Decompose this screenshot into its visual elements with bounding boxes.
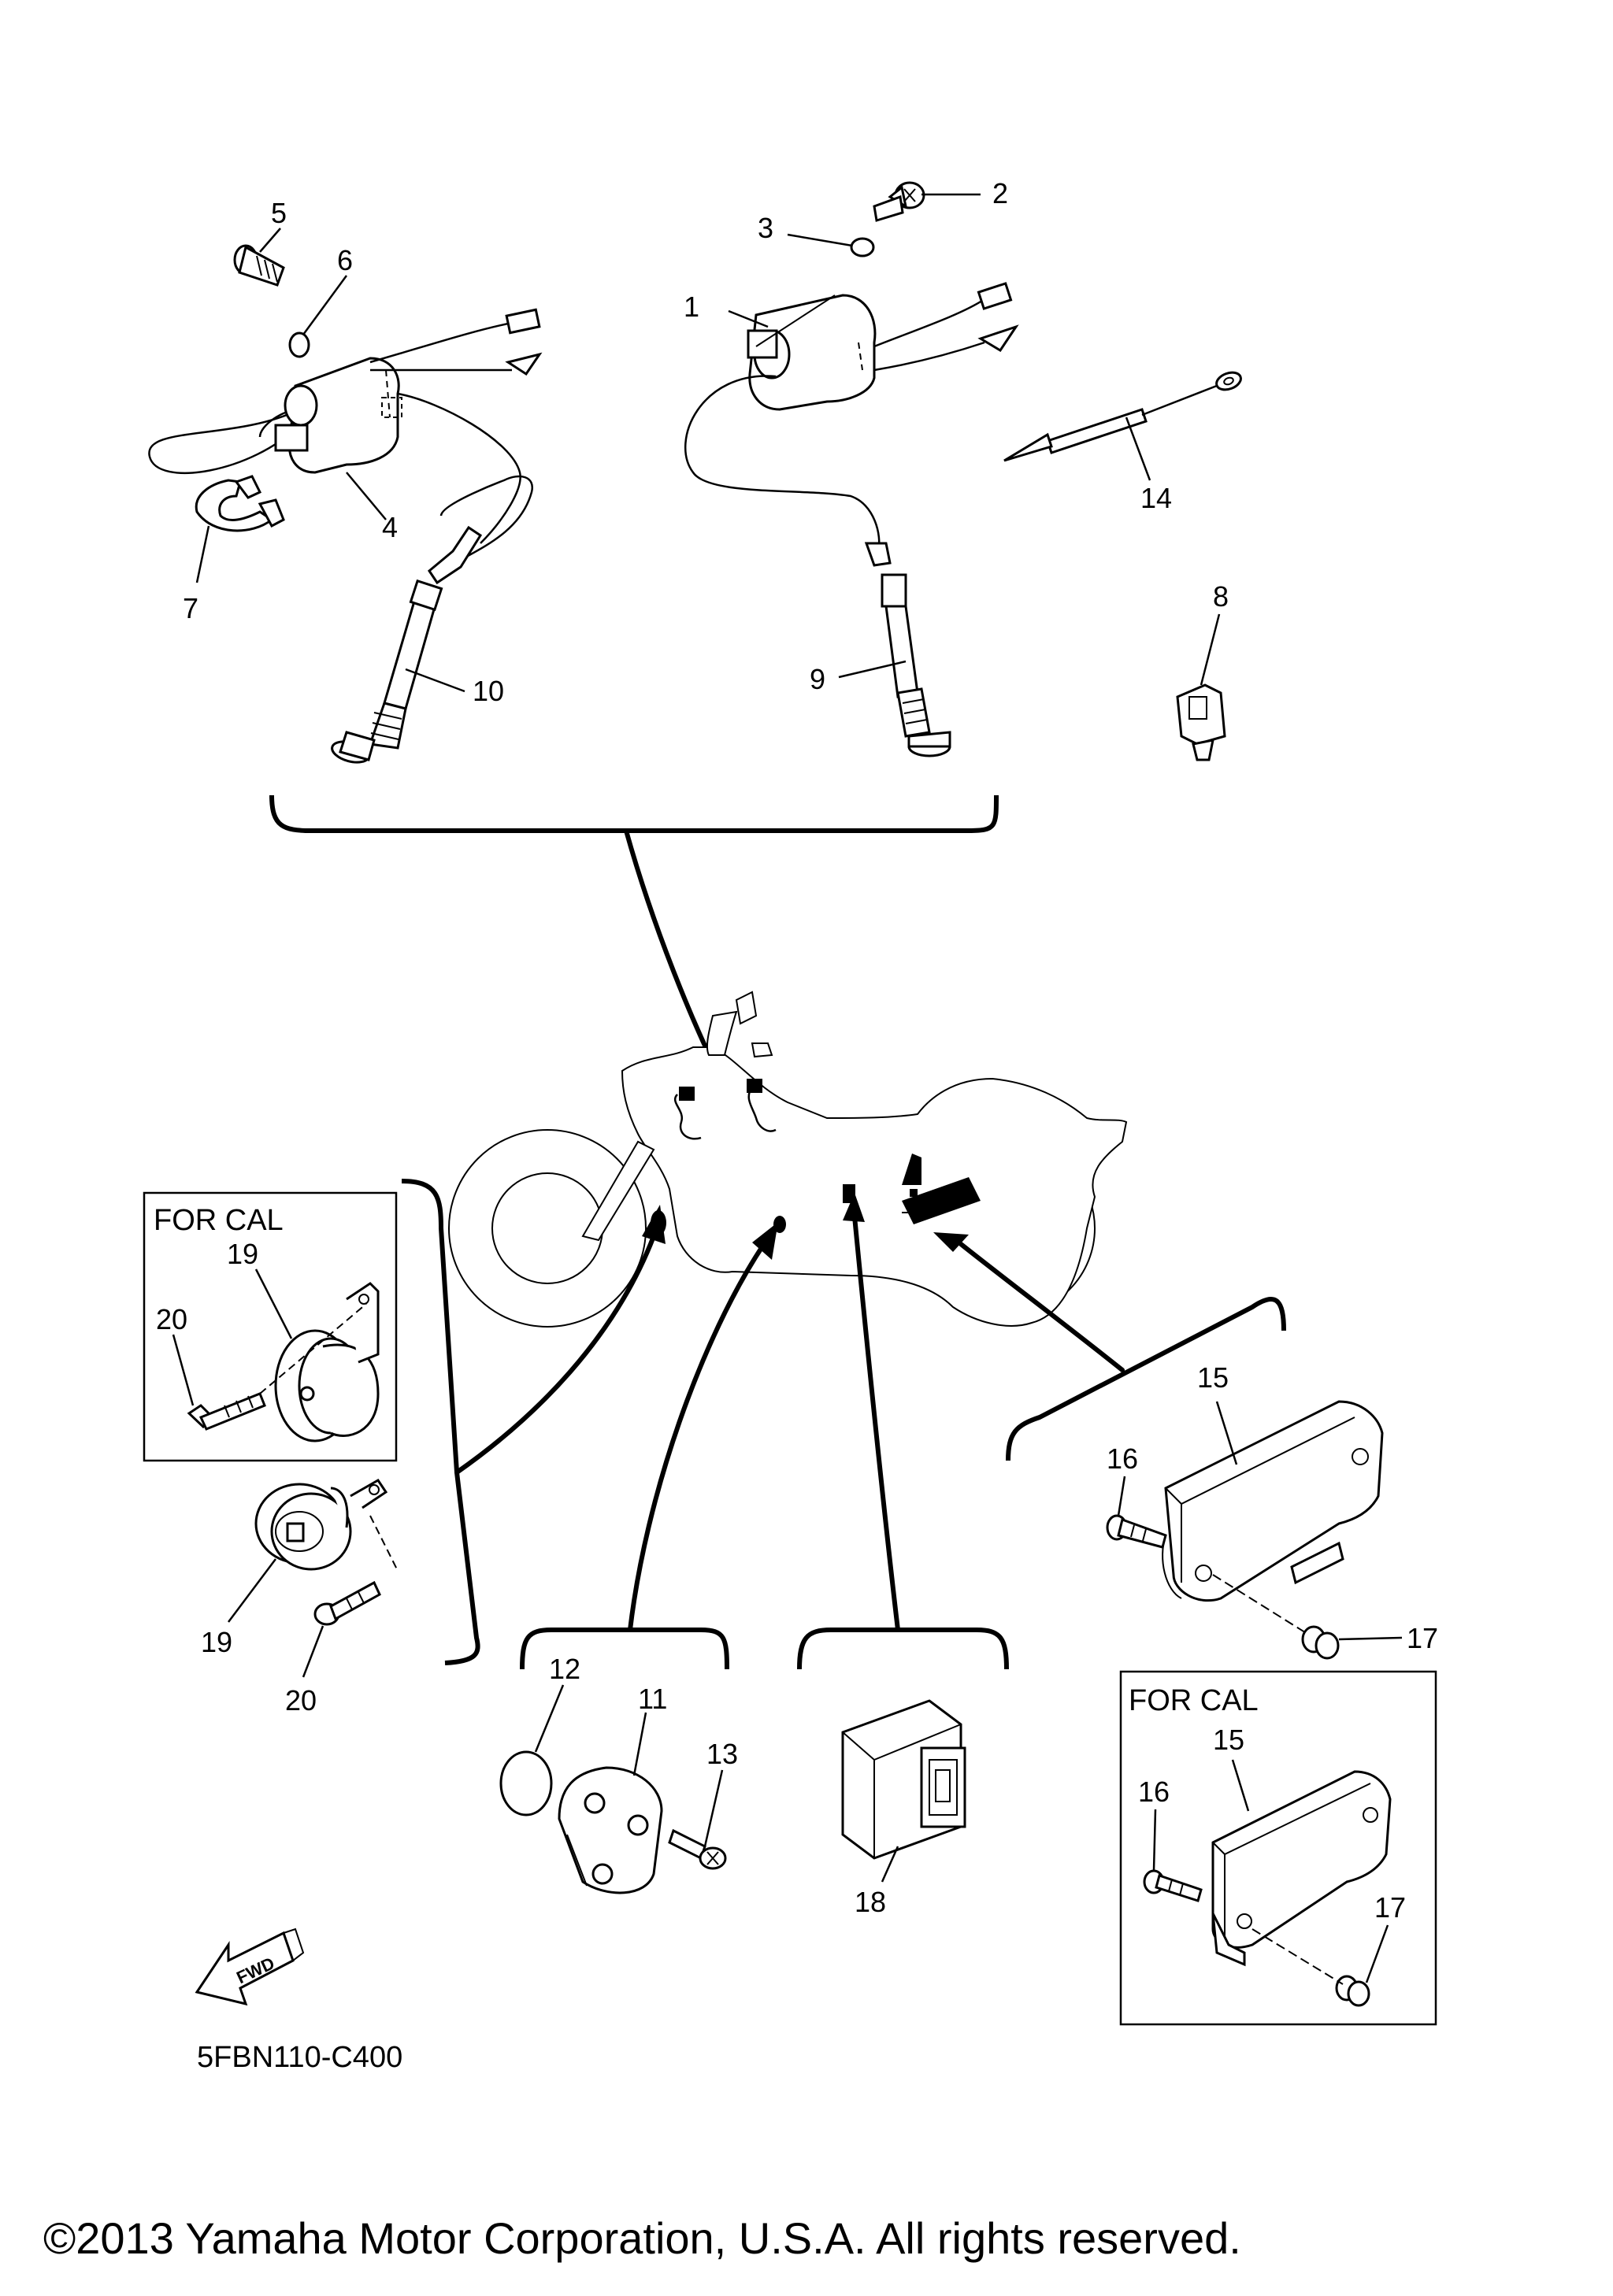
callout-15: 15: [1197, 1361, 1229, 1394]
leader-17: [1338, 1636, 1403, 1641]
callout-11: 11: [638, 1683, 667, 1715]
leader-10: [405, 668, 465, 693]
leader-13: [703, 1769, 724, 1847]
callout-5: 5: [271, 197, 287, 229]
leader-16: [1117, 1476, 1126, 1516]
top-group-pointer: [624, 828, 723, 1081]
screw-16-cal: [1143, 1869, 1203, 1902]
callout-16-cal: 16: [1138, 1776, 1170, 1808]
horn-pointer: [454, 1234, 656, 1475]
leader-7: [195, 525, 210, 583]
copyright-notice: ©2013 Yamaha Motor Corporation, U.S.A. A…: [43, 2213, 1241, 2263]
leader-6: [302, 275, 348, 335]
bolt-20: [313, 1580, 381, 1626]
leader-16-cal: [1152, 1809, 1157, 1871]
leader-14: [1125, 417, 1151, 481]
ignition-coil-4: [148, 308, 543, 585]
leader-19: [228, 1558, 276, 1623]
callout-15-cal: 15: [1213, 1724, 1244, 1756]
sensor-11: [558, 1766, 663, 1894]
washer-6: [288, 331, 310, 358]
ignition-coil-group: [148, 181, 1242, 764]
leader-11: [632, 1712, 647, 1776]
rectifier-cal-dash: [1251, 1928, 1344, 1985]
screw-2: [873, 181, 925, 222]
horn-cal-label: FOR CAL: [154, 1204, 284, 1237]
bolt-20-cal: [187, 1392, 266, 1431]
top-group-brace: [269, 794, 999, 833]
horn-group-brace: [401, 1179, 480, 1665]
relay-18: [841, 1699, 966, 1860]
leader-18: [881, 1846, 899, 1883]
callout-13: 13: [706, 1738, 738, 1770]
clamp-7: [195, 475, 285, 532]
rectifier-pointer: [959, 1242, 1125, 1372]
callout-19-cal: 19: [227, 1238, 258, 1270]
rectifier-cal-label: FOR CAL: [1129, 1684, 1259, 1717]
leader-12: [534, 1684, 565, 1753]
callout-17-cal: 17: [1374, 1891, 1406, 1924]
clip-8: [1176, 683, 1226, 761]
callout-16: 16: [1107, 1442, 1138, 1475]
callout-10: 10: [473, 675, 504, 707]
callout-20: 20: [285, 1684, 317, 1716]
callout-4: 4: [382, 511, 398, 543]
screw-13: [668, 1828, 727, 1870]
rectifier-regulator-15-cal: [1211, 1770, 1392, 1967]
leader-20-cal: [172, 1334, 195, 1406]
ground-lead-14: [1003, 371, 1242, 462]
callout-12: 12: [549, 1653, 580, 1685]
sensor-group-brace: [520, 1628, 729, 1670]
leader-1: [728, 309, 769, 328]
callout-8: 8: [1213, 580, 1229, 613]
spark-plug-cap-10: [331, 579, 443, 764]
horn-19: [254, 1479, 388, 1571]
callout-7: 7: [183, 592, 198, 624]
screw-16: [1106, 1514, 1167, 1549]
relay-group-brace: [797, 1628, 1009, 1670]
callout-17: 17: [1407, 1622, 1438, 1654]
callout-18: 18: [855, 1886, 886, 1918]
callout-3: 3: [758, 212, 773, 244]
washer-3: [850, 237, 875, 257]
collar-17-cal: [1335, 1975, 1370, 2007]
diagram-code: 5FBN110-C400: [197, 2041, 402, 2074]
rectifier-group-brace: [1006, 1297, 1286, 1461]
callout-14: 14: [1140, 482, 1172, 514]
leader-4: [346, 472, 387, 520]
relay-pointer: [852, 1214, 900, 1632]
leader-20: [302, 1625, 324, 1678]
spark-plug-cap-9: [881, 573, 951, 757]
sensor-pointer: [628, 1242, 766, 1632]
horn-dash: [369, 1515, 399, 1572]
leader-5: [259, 228, 281, 253]
callout-20-cal: 20: [156, 1303, 187, 1335]
bolt-5: [233, 244, 285, 287]
collar-17: [1301, 1625, 1340, 1660]
leader-15-cal: [1231, 1759, 1250, 1812]
rectifier-regulator-15: [1162, 1400, 1384, 1602]
callout-9: 9: [810, 663, 825, 695]
ignition-coil-1: [684, 282, 1019, 567]
callout-2: 2: [992, 177, 1008, 209]
horn-19-cal: [274, 1282, 380, 1442]
fwd-arrow-icon: FWD: [195, 1928, 305, 2006]
callout-1: 1: [684, 291, 699, 323]
o-ring-12: [499, 1750, 553, 1816]
leader-9: [838, 660, 907, 679]
leader-19-cal: [254, 1268, 293, 1339]
leader-3: [787, 233, 853, 247]
motorcycle-silhouette: [448, 991, 1128, 1328]
rectifier-dash: [1212, 1574, 1308, 1635]
horn-cal-box: [143, 1191, 398, 1462]
rectifier-cal-box: [1119, 1670, 1437, 2026]
callout-19: 19: [201, 1626, 232, 1658]
leader-8: [1200, 613, 1221, 686]
leader-17-cal: [1365, 1924, 1389, 1983]
callout-6: 6: [337, 244, 353, 276]
leader-15: [1215, 1401, 1238, 1465]
